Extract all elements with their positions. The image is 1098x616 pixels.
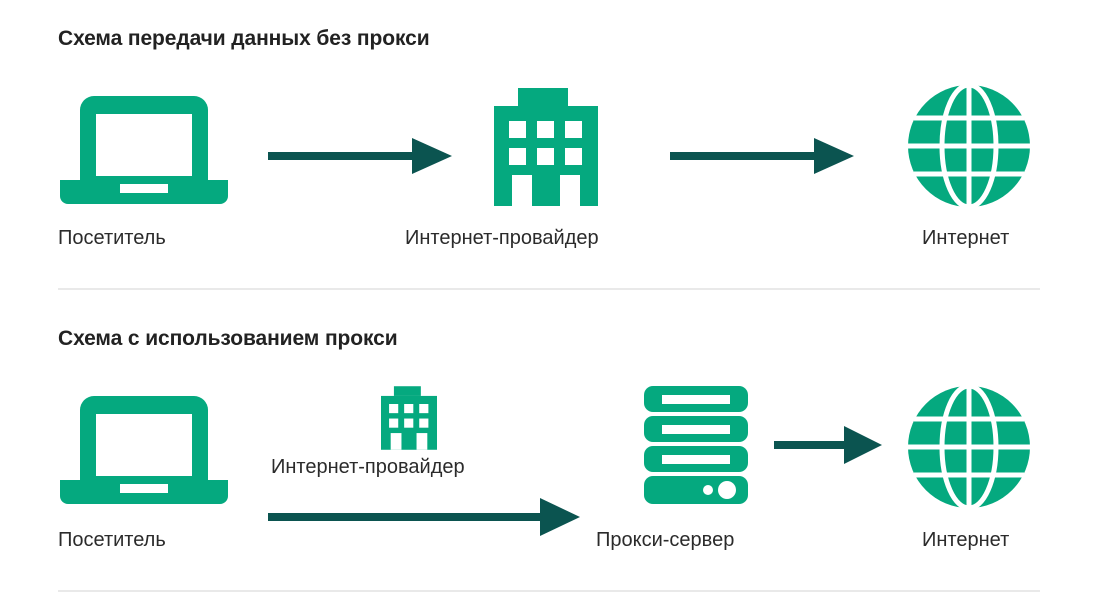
node-label-isp: Интернет-провайдер xyxy=(271,456,465,478)
node-label-visitor: Посетитель xyxy=(58,529,166,551)
arrow-proxy-to-internet xyxy=(774,426,882,464)
section-title-no-proxy: Схема передачи данных без прокси xyxy=(58,27,430,50)
section-separator xyxy=(58,288,1040,290)
building-icon-small xyxy=(381,386,437,450)
node-label-internet: Интернет xyxy=(922,227,1010,249)
building-icon xyxy=(494,88,598,206)
node-label-internet: Интернет xyxy=(922,529,1010,551)
node-label-isp: Интернет-провайдер xyxy=(405,227,599,249)
laptop-icon xyxy=(60,96,228,204)
server-icon xyxy=(644,386,748,504)
laptop-icon xyxy=(60,396,228,504)
node-label-visitor: Посетитель xyxy=(58,227,166,249)
arrow-isp-to-internet xyxy=(670,138,854,174)
globe-icon xyxy=(908,386,1030,508)
section-separator xyxy=(58,590,1040,592)
node-label-proxy: Прокси-сервер xyxy=(596,529,735,551)
arrow-visitor-to-isp xyxy=(268,138,452,174)
section-title-with-proxy: Схема с использованием прокси xyxy=(58,327,398,350)
arrow-visitor-to-proxy xyxy=(268,498,580,536)
globe-icon xyxy=(908,85,1030,207)
